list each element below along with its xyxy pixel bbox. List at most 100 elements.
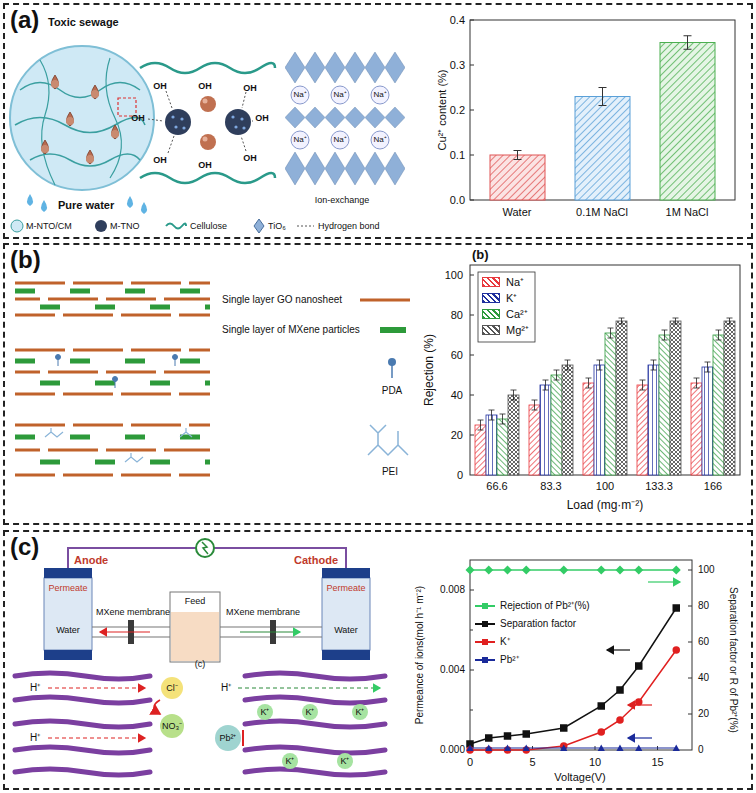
tick-label: Water: [503, 206, 532, 219]
legend-text: PEI: [382, 466, 398, 478]
electrochemical-cell: [100, 631, 150, 632]
layer-stack: [56, 355, 61, 360]
panel-tag: (b): [472, 248, 489, 263]
membrane-zoom: [245, 769, 385, 775]
electrochemical-cell: [240, 631, 300, 632]
ion-label: K⁺: [285, 756, 294, 766]
group-label: OH: [243, 83, 257, 93]
tick-label: 0.008: [440, 584, 465, 596]
bar-chart-b: [486, 415, 497, 475]
line-chart-c: [470, 560, 692, 750]
tick-label: 60: [451, 349, 463, 362]
annotation: Water: [56, 625, 80, 635]
annotation: Permeate: [48, 583, 87, 593]
membrane-sphere: [112, 125, 119, 139]
hydrogen-bond-zoom: [234, 125, 237, 128]
bar-chart-b: [713, 335, 724, 475]
line-chart-c: [628, 704, 652, 705]
group-label: OH: [198, 81, 212, 91]
panel-tag: (c): [195, 659, 206, 669]
layer-stack: [15, 283, 210, 475]
layer-stack: [15, 314, 210, 317]
layer-stack: [15, 393, 210, 396]
axis-title: Load (mg·m⁻²): [567, 499, 644, 513]
panel-tag: (a): [10, 7, 39, 33]
hydrogen-bond-zoom: [182, 126, 185, 129]
legend-sample: [11, 219, 314, 233]
bar-chart-a: [470, 20, 735, 200]
line-chart-c: [470, 560, 692, 750]
layer-stack: [15, 289, 210, 294]
hydrogen-bond-zoom: [166, 91, 172, 108]
line-chart-c: [470, 569, 676, 571]
legend-marker: [482, 603, 488, 609]
tick-label: 100: [445, 269, 463, 282]
hydrogen-bond-zoom: [200, 96, 216, 112]
annotation: MXene membrane: [96, 607, 170, 617]
membrane-sphere: [66, 117, 74, 125]
group-label: OH: [198, 160, 212, 170]
bar-chart-b: [637, 385, 648, 475]
membrane-zoom: [352, 704, 368, 720]
electrode-label: Cathode: [294, 554, 338, 567]
crystal-lattice: [285, 52, 405, 83]
hydrogen-bond-zoom: [148, 119, 163, 121]
ion-label: Na⁺: [293, 135, 306, 144]
membrane-sphere: [41, 145, 49, 153]
tick-label: 0.1: [450, 149, 465, 162]
membrane-zoom: [161, 677, 183, 699]
bar-chart-b: [497, 419, 508, 475]
membrane-sphere: [42, 140, 49, 154]
tick-label: 0.4: [450, 14, 465, 27]
electrochemical-cell: [92, 627, 322, 637]
membrane-zoom: [257, 704, 368, 769]
membrane-sphere: [10, 46, 154, 190]
crystal-lattice: [291, 86, 309, 104]
hydrogen-bond-zoom: [203, 137, 208, 142]
hydrogen-bond-zoom: [240, 117, 243, 120]
membrane-zoom: [215, 725, 241, 751]
layer-stack: [15, 381, 210, 386]
hydrogen-bond-zoom: [148, 91, 253, 153]
line-chart-c: [470, 570, 692, 750]
membrane-zoom: [15, 721, 150, 727]
electrode-label: Anode: [74, 554, 108, 567]
layer-stack: [173, 355, 178, 360]
membrane-zoom: [245, 721, 385, 727]
annotation: Pure water: [58, 199, 114, 212]
tick-label: 0: [698, 744, 704, 756]
legend-swatch: [482, 325, 500, 335]
membrane-zoom: [245, 697, 385, 703]
tick-label: 1M NaCl: [666, 206, 709, 219]
bar-chart-a: [470, 20, 474, 200]
legend-swatch: [482, 293, 500, 303]
hydrogen-bond-zoom: [231, 115, 234, 118]
crystal-lattice: [331, 86, 349, 104]
legend-sample: [297, 226, 314, 227]
tick-label: 100: [596, 480, 614, 493]
axis-title: Voltage(V): [554, 771, 605, 784]
membrane-zoom: [15, 769, 150, 775]
legend-swatch: [475, 605, 495, 607]
membrane-sphere: [15, 118, 145, 133]
hydrogen-bond-zoom: [171, 115, 174, 118]
crystal-lattice: [331, 131, 349, 149]
bar-chart-b: [475, 425, 486, 475]
line-chart-c: [470, 747, 676, 748]
membrane-sphere: [111, 130, 119, 138]
membrane-sphere: [92, 85, 99, 99]
bar-chart-b: [562, 365, 573, 475]
membrane-zoom: [245, 673, 385, 679]
legend-swatch: [475, 659, 495, 661]
membrane-zoom: [282, 753, 298, 769]
crystal-lattice: [285, 52, 405, 185]
ion-label: NO₃⁻: [162, 721, 182, 731]
legend-text: Ca²⁺: [506, 308, 528, 321]
hydrogen-bond-zoom: [200, 134, 216, 150]
bar-chart-b: [659, 335, 670, 475]
legend-sample: [360, 299, 410, 302]
ion-label: Na⁺: [293, 90, 306, 99]
panel-tag: (c): [10, 534, 39, 560]
group-label: OH: [255, 113, 269, 123]
